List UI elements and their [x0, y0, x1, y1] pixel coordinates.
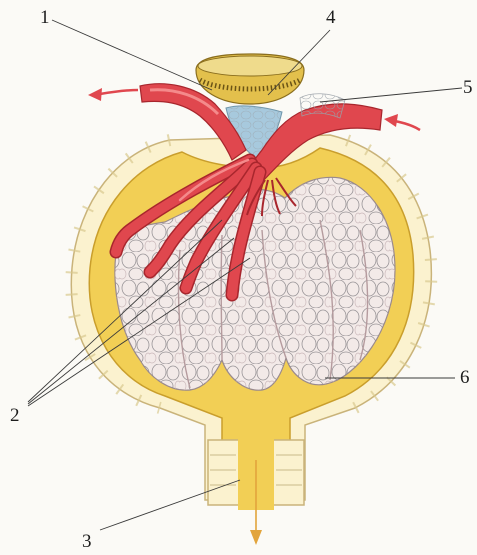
- efferent-flow-arrow: [88, 88, 138, 101]
- label-4: 4: [326, 8, 336, 27]
- label-1: 1: [40, 8, 50, 27]
- macula-densa-rim: [198, 56, 302, 76]
- label-6: 6: [460, 368, 470, 387]
- label-2: 2: [10, 406, 20, 425]
- afferent-flow-arrow: [384, 114, 420, 130]
- label-3: 3: [82, 532, 92, 551]
- label-5: 5: [463, 78, 473, 97]
